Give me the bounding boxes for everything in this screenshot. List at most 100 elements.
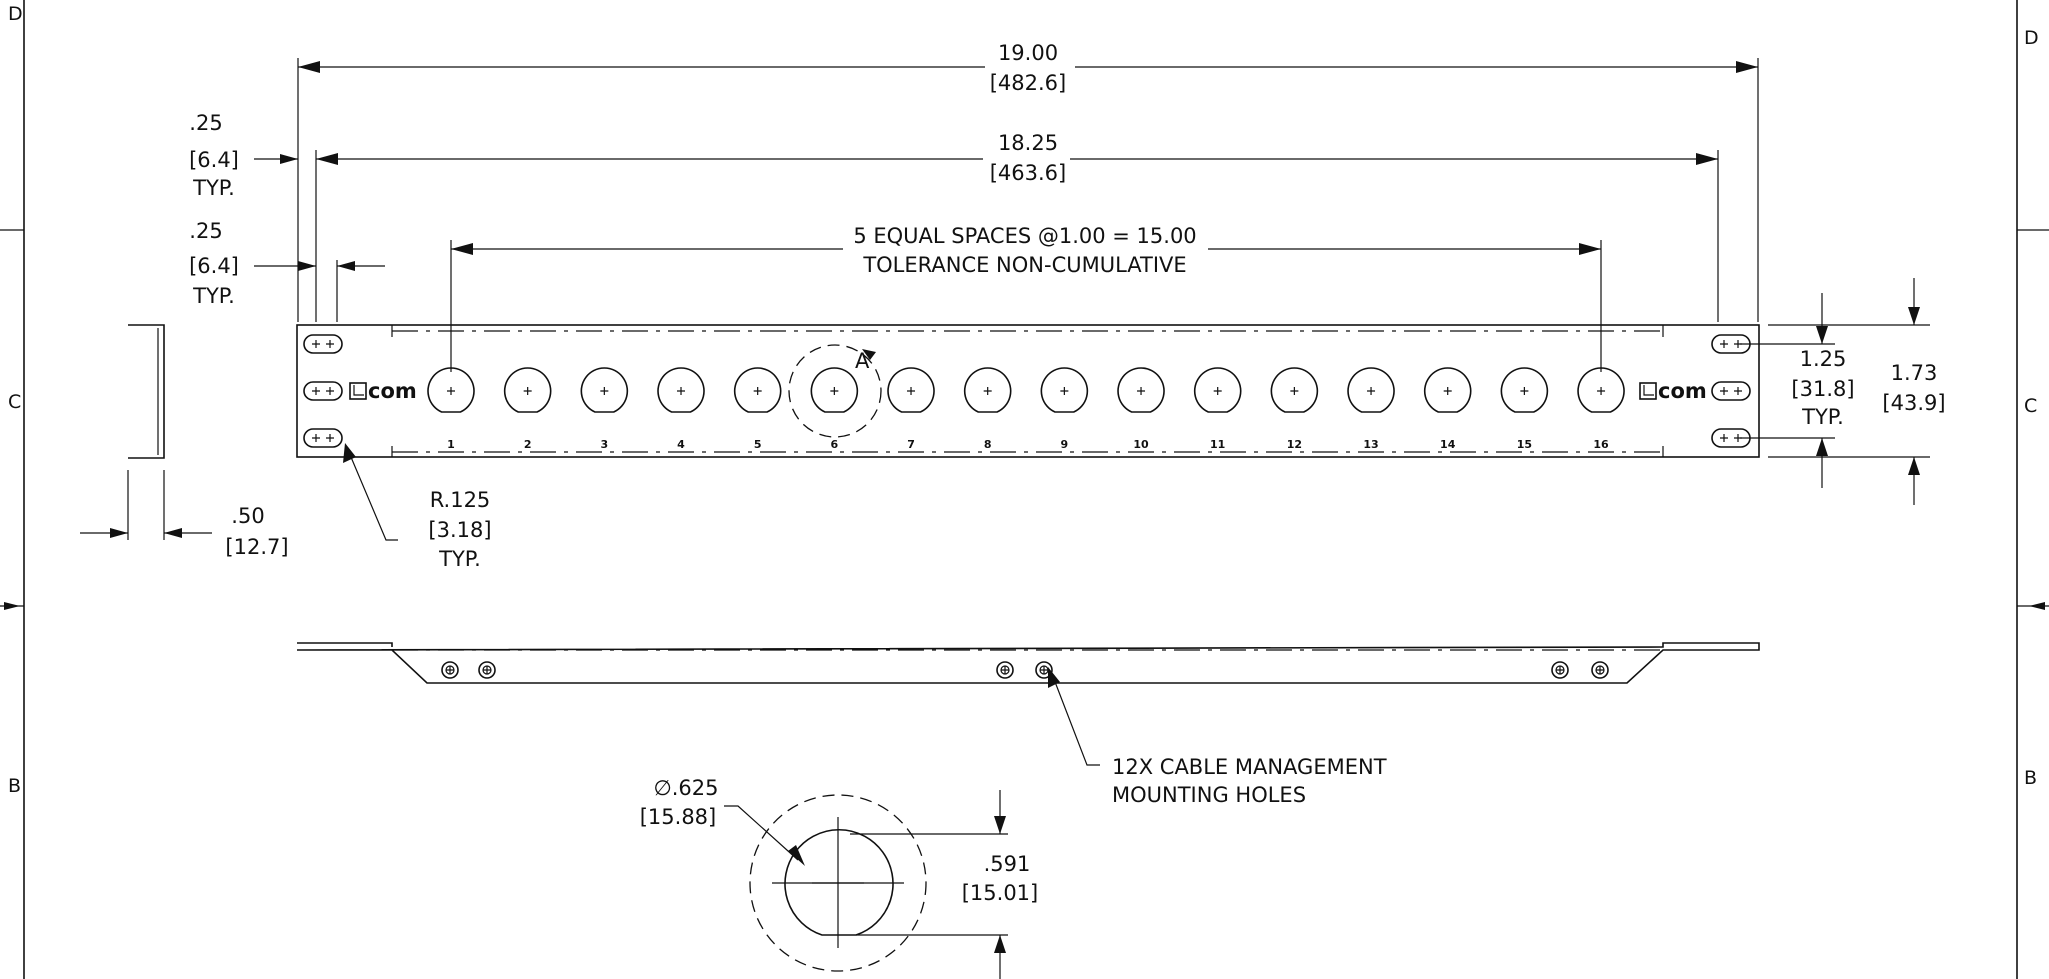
arrow-icon	[298, 261, 316, 271]
port-hole-outline	[733, 367, 782, 413]
mounting-slot	[303, 334, 343, 354]
hole-cross-icon	[1556, 666, 1564, 674]
port-hole	[503, 367, 552, 413]
mount-width-in: 18.25	[998, 131, 1058, 155]
cable-management-holes	[441, 661, 1609, 679]
port-number: 1	[447, 438, 455, 451]
arrow-icon	[994, 935, 1006, 953]
cable-mgmt-hole	[1591, 661, 1609, 679]
leader-line	[1051, 673, 1100, 766]
slot-cross-icon	[1720, 387, 1728, 395]
arrow-icon	[164, 528, 182, 538]
port-hole	[580, 367, 629, 413]
mounting-slot	[1711, 381, 1751, 401]
mounting-slot	[303, 381, 343, 401]
logo-mark-icon	[1639, 382, 1657, 400]
port-hole	[887, 367, 935, 413]
port-center-cross-icon	[1597, 387, 1606, 395]
port-center-cross-icon	[600, 387, 609, 395]
logo-left: com	[349, 379, 417, 403]
port-hole	[1577, 367, 1625, 413]
overall-width-in: 19.00	[998, 41, 1058, 65]
edge-offset-second-in: .25	[189, 219, 222, 243]
port-number: 13	[1363, 438, 1378, 451]
dim-mount-width: 18.25 [463.6]	[316, 131, 1718, 185]
arrow-icon	[316, 153, 338, 165]
cable-mgmt-hole	[1035, 661, 1053, 679]
slot-spacing-note: TYP.	[1801, 405, 1844, 429]
port-number: 10	[1133, 438, 1149, 451]
zone-label-left-d: D	[8, 3, 23, 25]
dim-edge-offset-top: .25 [6.4] TYP.	[189, 111, 298, 200]
arrow-icon	[451, 243, 473, 255]
right-center-mark-icon	[2029, 602, 2045, 610]
edge-offset-top-in: .25	[189, 111, 222, 135]
slot-outline	[303, 428, 343, 448]
edge-offset-second-mm: [6.4]	[189, 254, 239, 278]
hole-cross-icon	[1001, 666, 1009, 674]
panel-outline	[296, 324, 1760, 458]
side-view: .50 [12.7]	[80, 324, 289, 559]
slot-cross-icon	[312, 340, 320, 348]
port-number: 12	[1287, 438, 1302, 451]
flange-depth-in: .50	[231, 504, 264, 528]
dim-edge-offset-second: .25 [6.4] TYP.	[189, 219, 385, 308]
panel-height-in: 1.73	[1891, 361, 1938, 385]
port-center-cross-icon	[1137, 387, 1146, 395]
port-center-cross-icon	[753, 387, 762, 395]
hole-diameter-mm: [15.88]	[640, 805, 717, 829]
arrow-icon	[280, 154, 298, 164]
hole-outer	[1035, 661, 1053, 679]
overall-width-mm: [482.6]	[990, 71, 1067, 95]
port-center-cross-icon	[830, 387, 839, 395]
arrow-icon	[110, 528, 128, 538]
dim-slot-radius: R.125 [3.18] TYP.	[343, 443, 492, 571]
leader-line	[724, 805, 799, 861]
hole-cross-icon	[1040, 666, 1048, 674]
logo-glyph	[353, 385, 364, 396]
d-hole-profile	[784, 828, 894, 936]
hole-outer	[1591, 661, 1609, 679]
hole-flat-mm: [15.01]	[962, 881, 1039, 905]
port-hole-outline	[503, 367, 552, 413]
equal-spaces-line2: TOLERANCE NON-CUMULATIVE	[862, 253, 1186, 277]
slot-outline	[303, 334, 343, 354]
dim-slot-spacing: 1.25 [31.8] TYP.	[1791, 293, 1855, 488]
port-hole-outline	[1270, 367, 1319, 413]
hole-outer	[1551, 661, 1569, 679]
arrow-icon	[1696, 153, 1718, 165]
hole-detail: .591 [15.01] ∅.625 [15.88]	[640, 776, 1039, 979]
arrow-icon	[1579, 243, 1601, 255]
detail-a-label: A	[855, 349, 870, 373]
arrow-icon	[994, 816, 1006, 834]
port-hole-outline	[427, 367, 475, 413]
cable-mgmt-hole	[996, 661, 1014, 679]
hole-flat-in: .591	[984, 852, 1031, 876]
slot-cross-icon	[326, 387, 334, 395]
hole-diameter-in: ∅.625	[653, 776, 718, 800]
port-center-cross-icon	[447, 387, 455, 395]
port-number: 11	[1210, 438, 1225, 451]
port-hole-outline	[1423, 367, 1472, 413]
edge-offset-top-note: TYP.	[192, 176, 235, 200]
port-center-cross-icon	[677, 387, 686, 395]
port-number: 14	[1440, 438, 1456, 451]
hole-outer	[996, 661, 1014, 679]
logo-right: com	[1639, 379, 1707, 403]
arrow-icon	[298, 61, 320, 73]
panel-height-mm: [43.9]	[1882, 391, 1945, 415]
slot-cross-icon	[312, 387, 320, 395]
port-hole	[427, 367, 475, 413]
cable-mgmt-hole	[441, 661, 459, 679]
cable-mgmt-hole	[478, 661, 496, 679]
port-hole-outline	[1193, 367, 1242, 413]
arrow-icon	[1908, 457, 1920, 475]
port-hole	[1117, 367, 1165, 413]
logo-left-text: com	[368, 379, 417, 403]
logo-right-text: com	[1658, 379, 1707, 403]
port-hole-outline	[657, 367, 705, 413]
cable-note-line2: MOUNTING HOLES	[1112, 783, 1306, 807]
port-center-cross-icon	[1213, 387, 1222, 395]
